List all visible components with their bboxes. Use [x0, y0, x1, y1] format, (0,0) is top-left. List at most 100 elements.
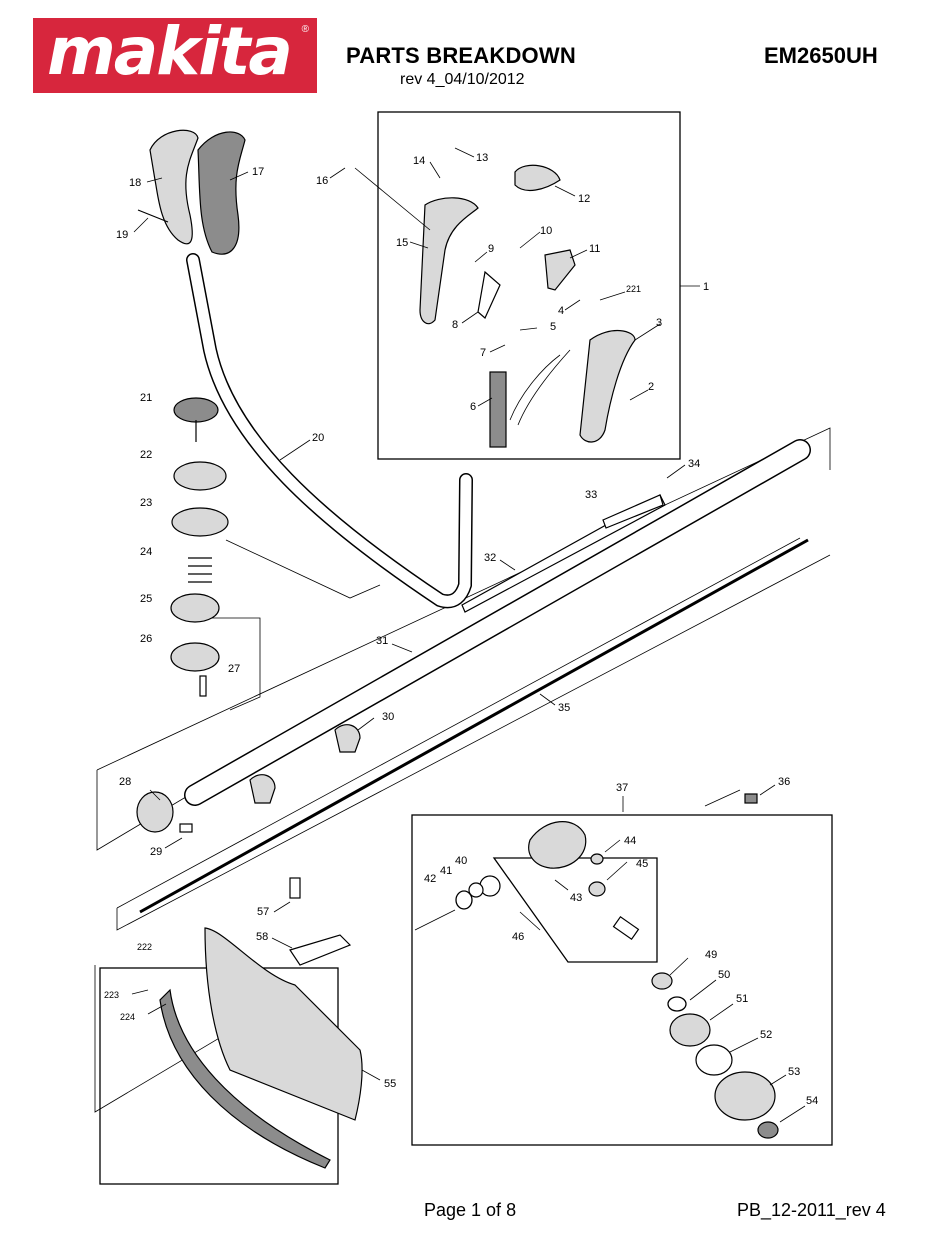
part-label-54: 54	[806, 1095, 818, 1107]
bolt-subbox	[492, 857, 658, 963]
leader-46	[519, 911, 541, 931]
leader-43	[554, 879, 569, 891]
bearing-41	[468, 882, 484, 898]
leader-8	[461, 311, 479, 324]
part-label-13: 13	[476, 152, 488, 164]
drive-shaft-35	[139, 538, 809, 914]
leader-9	[474, 251, 488, 263]
part-label-46: 46	[512, 931, 524, 943]
handle-right-half	[197, 131, 246, 255]
leader-4	[564, 299, 581, 311]
leader-19	[133, 217, 149, 233]
leader-14	[429, 161, 441, 179]
part-label-17: 17	[252, 166, 264, 178]
revision-label: rev 4_04/10/2012	[400, 71, 525, 88]
leader-3	[634, 323, 661, 341]
grip-6	[489, 371, 507, 448]
washer-52	[695, 1044, 733, 1076]
leader-16	[329, 167, 346, 179]
knob-21	[173, 397, 219, 423]
part-label-19: 19	[116, 229, 128, 241]
part-label-30: 30	[382, 711, 394, 723]
clamp-washer-51	[669, 1013, 711, 1047]
clamp-22	[173, 461, 227, 491]
part-label-224: 224	[120, 1012, 135, 1022]
part-label-42: 42	[424, 873, 436, 885]
gear-head-box	[411, 814, 833, 1146]
part-label-23: 23	[140, 497, 152, 509]
washer-49	[651, 972, 673, 990]
leader-15	[409, 241, 429, 249]
part-label-16: 16	[316, 175, 328, 187]
leader-45	[606, 861, 628, 881]
part-label-222: 222	[137, 942, 152, 952]
part-label-58: 58	[256, 931, 268, 943]
part-label-34: 34	[688, 458, 700, 470]
leader-2	[629, 389, 649, 401]
leader-49	[669, 957, 689, 976]
wire-221	[517, 349, 571, 426]
bolt-57	[289, 877, 301, 899]
leader-35	[539, 693, 556, 706]
leader-18	[146, 177, 163, 183]
leader-36	[759, 784, 776, 796]
screw-29	[179, 823, 193, 833]
clip-30	[334, 724, 361, 753]
leader-7	[489, 344, 506, 353]
leader-32	[499, 559, 516, 571]
throttle-handle-15	[419, 197, 479, 325]
clamp-25	[170, 593, 220, 623]
part-label-4: 4	[558, 305, 564, 317]
leader-51	[709, 1003, 734, 1021]
screw-36	[744, 793, 758, 804]
leader-50	[689, 979, 717, 1001]
part-label-36: 36	[778, 776, 790, 788]
leader-52	[729, 1037, 759, 1053]
leader-31	[391, 643, 413, 653]
leader-54	[779, 1105, 806, 1123]
screw-27	[199, 675, 207, 697]
leader-16b	[354, 167, 431, 231]
part-label-40: 40	[455, 855, 467, 867]
leader-42	[414, 909, 456, 931]
part-label-27: 27	[228, 663, 240, 675]
part-label-35: 35	[558, 702, 570, 714]
gear-case-37	[528, 821, 587, 869]
part-label-29: 29	[150, 846, 162, 858]
leader-13	[454, 147, 475, 158]
wire-4	[509, 354, 561, 421]
part-label-20: 20	[312, 432, 324, 444]
part-label-45: 45	[636, 858, 648, 870]
part-label-1: 1	[703, 281, 709, 293]
part-label-55: 55	[384, 1078, 396, 1090]
leader-57	[273, 901, 291, 913]
bracket-58	[289, 934, 352, 966]
part-label-44: 44	[624, 835, 636, 847]
handle-3	[579, 330, 636, 443]
part-label-9: 9	[488, 243, 494, 255]
leader-53	[769, 1074, 787, 1086]
clamp-23	[171, 507, 229, 537]
shaft-group-outline-top	[96, 427, 831, 771]
trigger-8	[477, 270, 501, 319]
part-label-10: 10	[540, 225, 552, 237]
leader-12	[554, 185, 576, 197]
clip-50	[667, 996, 687, 1012]
page-indicator: Page 1 of 8	[424, 1200, 517, 1220]
leader-223	[131, 989, 149, 995]
leader-29	[164, 837, 183, 849]
part-label-33: 33	[585, 489, 597, 501]
part-label-15: 15	[396, 237, 408, 249]
part-label-28: 28	[119, 776, 131, 788]
leader-17	[229, 171, 249, 181]
part-label-50: 50	[718, 969, 730, 981]
clip-30b	[249, 774, 276, 804]
nut-54	[757, 1121, 779, 1139]
driveshaft-outline-top	[116, 537, 801, 909]
leader-34	[666, 464, 686, 479]
part-label-32: 32	[484, 552, 496, 564]
clamp-28	[136, 791, 174, 833]
driveshaft-outline	[116, 554, 831, 931]
main-shaft-inner	[185, 440, 810, 805]
